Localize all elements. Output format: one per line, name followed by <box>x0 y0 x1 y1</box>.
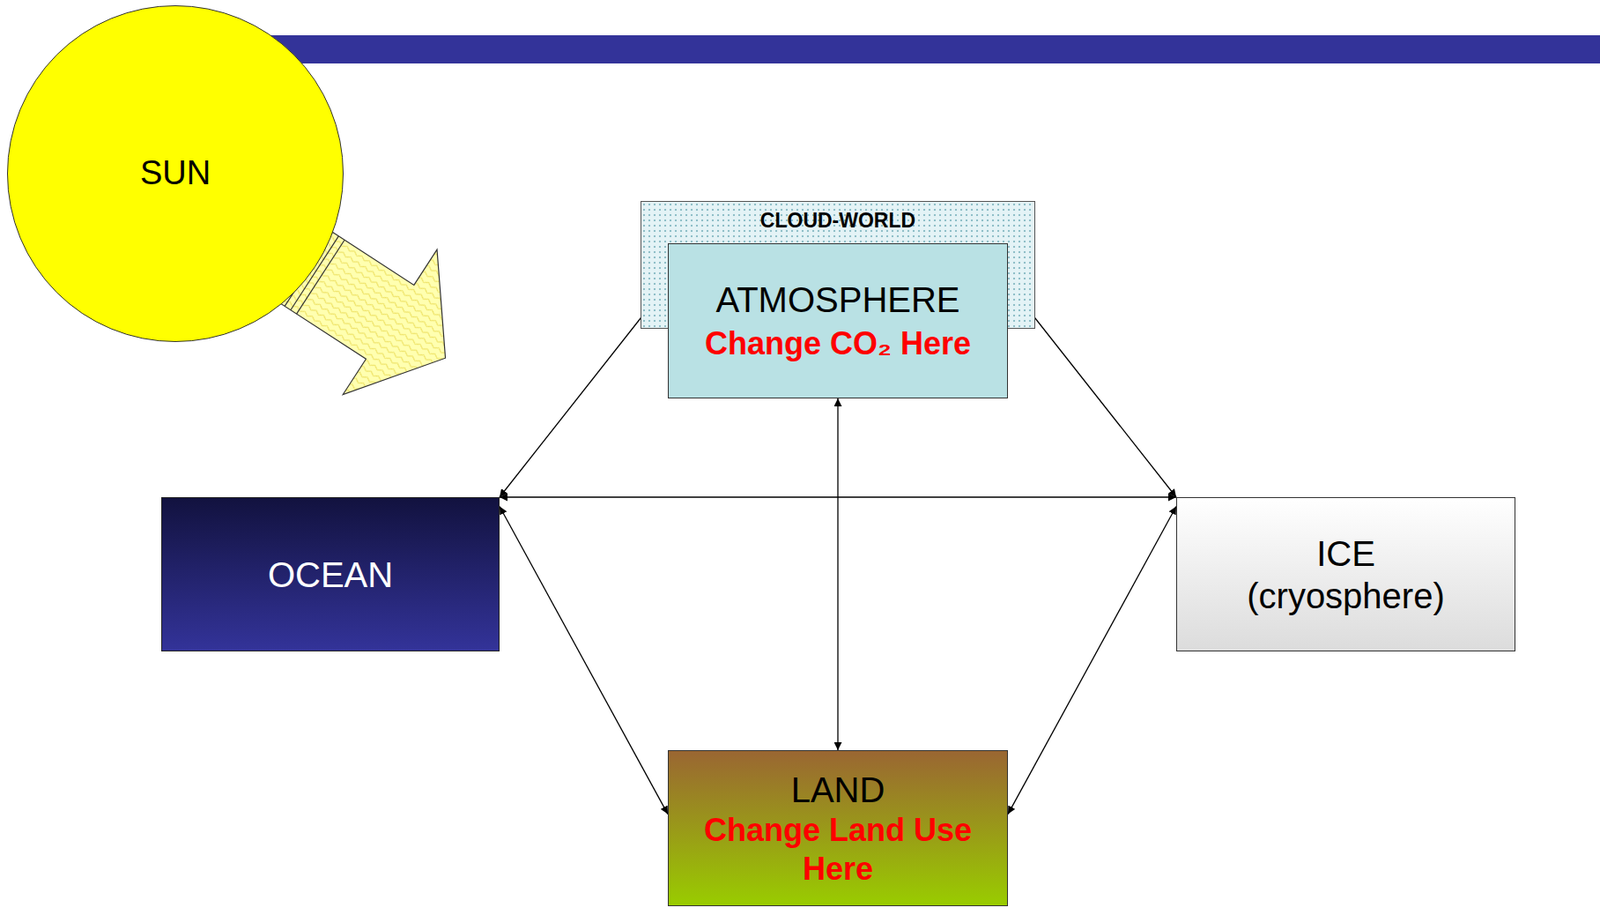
node-title: SUN <box>140 153 211 194</box>
process-box: LANDChange Land Use Here <box>667 749 1008 906</box>
connector-arrow <box>1007 506 1177 815</box>
node-title: OCEAN <box>267 553 393 596</box>
node-note: Change Land Use Here <box>677 810 999 887</box>
connector-arrow <box>499 496 1177 497</box>
node-title: ATMOSPHERE <box>715 278 960 321</box>
node-note: (cryosphere) <box>1246 574 1445 617</box>
sun-circle: SUN <box>7 5 344 342</box>
node-title: ICE <box>1316 532 1376 575</box>
process-box: OCEAN <box>161 496 500 652</box>
process-box: ICE(cryosphere) <box>1176 496 1516 652</box>
node-note: Change CO₂ Here <box>704 324 971 363</box>
connector-arrow <box>499 506 668 815</box>
node-title: LAND <box>791 768 886 811</box>
node-title: CLOUD-WORLD <box>760 208 916 234</box>
connector-arrow <box>837 398 838 750</box>
process-box: ATMOSPHEREChange CO₂ Here <box>667 243 1008 399</box>
title-bar <box>255 35 1600 64</box>
